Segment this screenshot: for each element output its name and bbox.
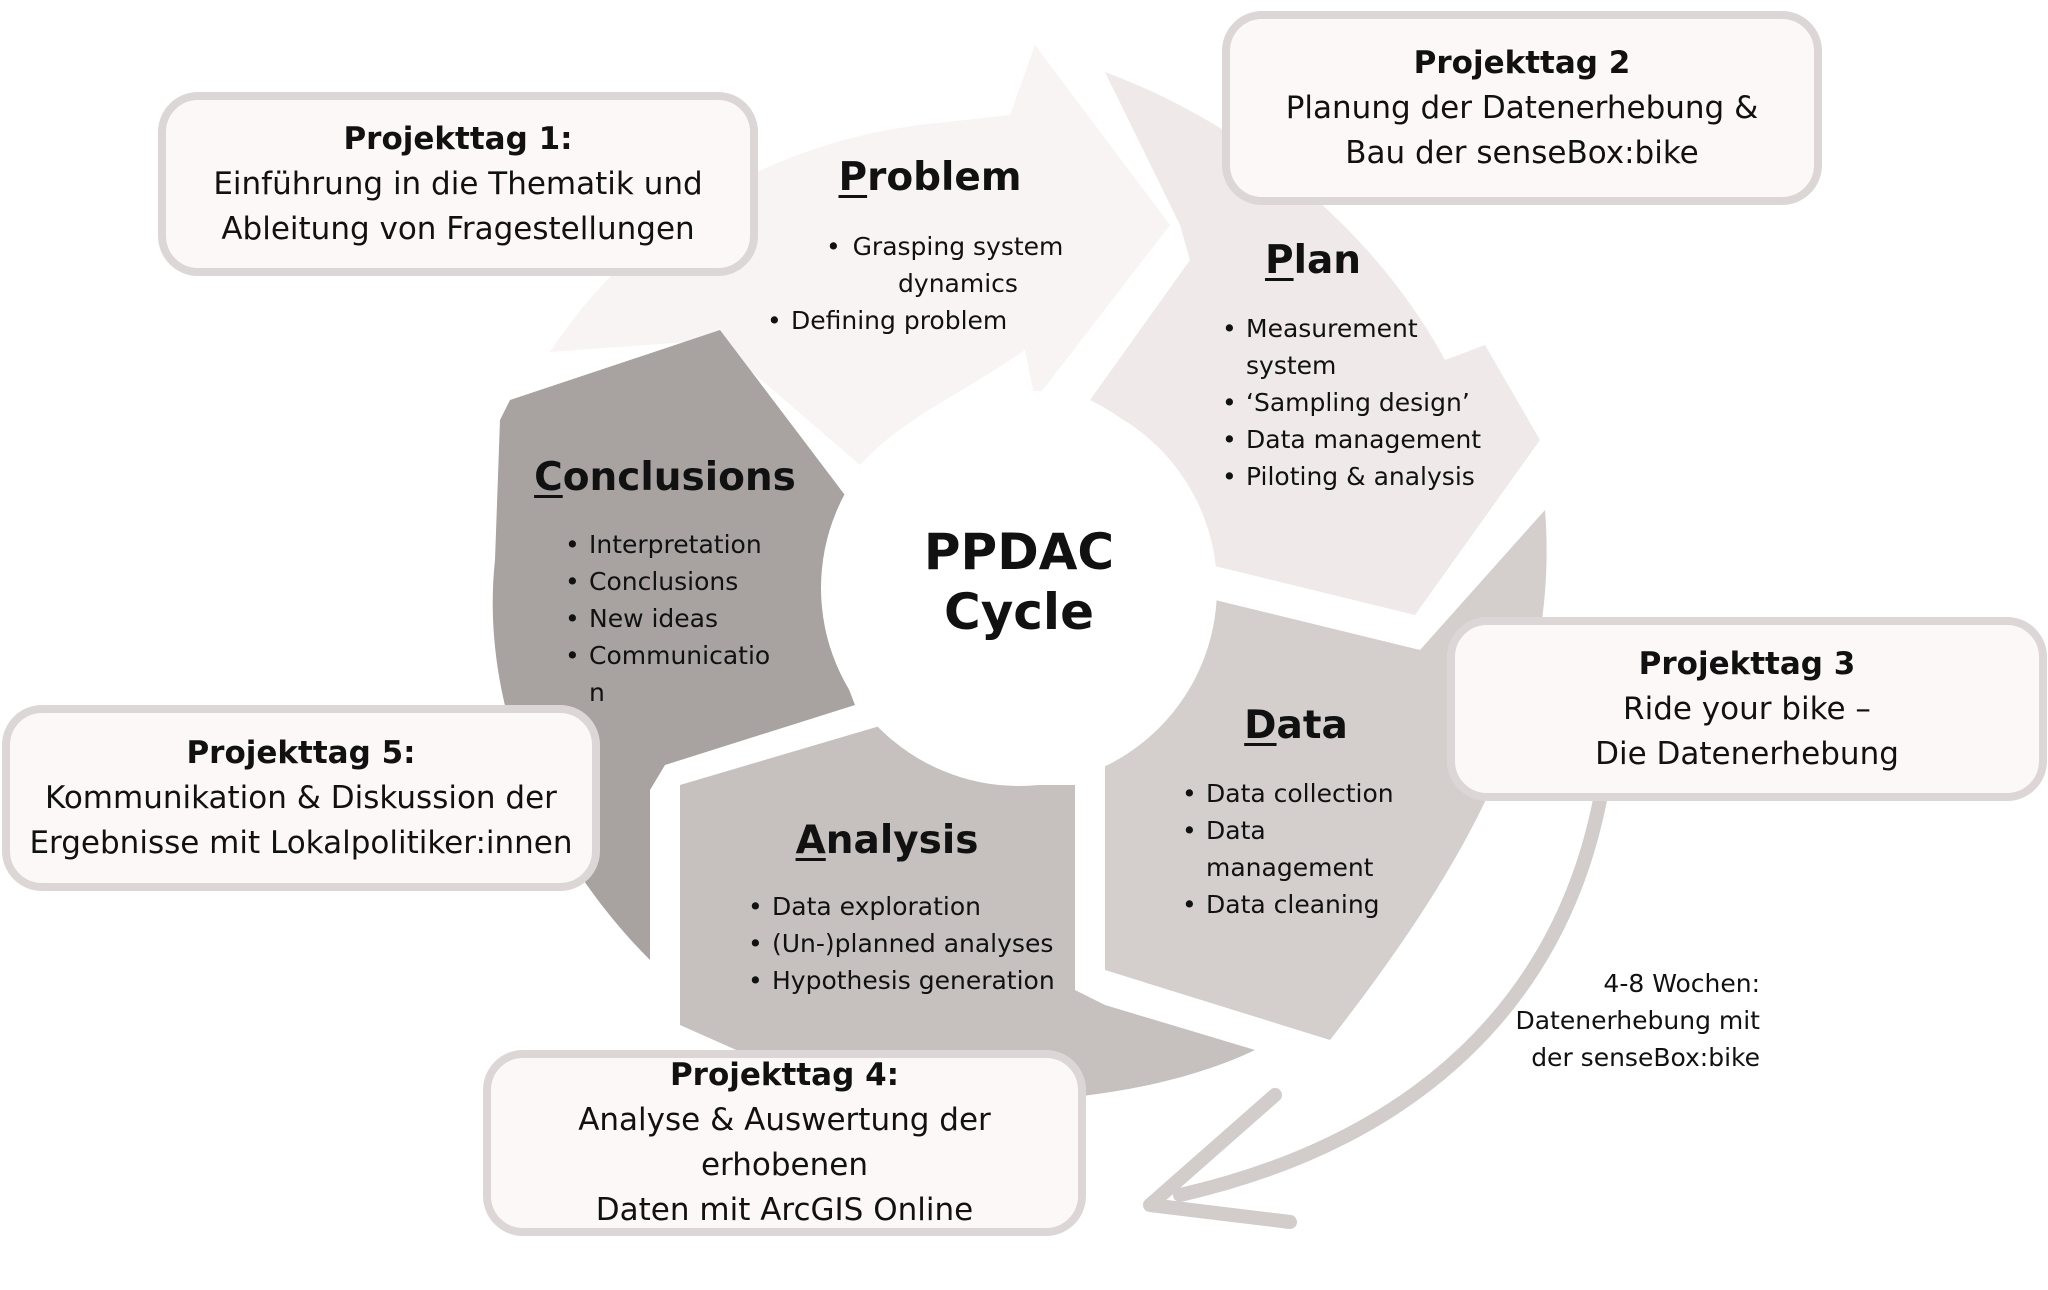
list-item: Measurement system <box>1222 310 1482 384</box>
projekttag-1-line1: Einführung in die Thematik und <box>213 165 703 202</box>
list-item: Data cleaning <box>1182 886 1412 923</box>
projekttag-5-title: Projekttag 5: <box>186 734 416 771</box>
conclusions-bullets: Interpretation Conclusions New ideas Com… <box>565 526 780 711</box>
projekttag-3-line1: Ride your bike – <box>1623 690 1871 727</box>
duration-note-line3: der senseBox:bike <box>1531 1043 1760 1072</box>
timeline-arrowhead <box>1143 1088 1297 1229</box>
projekttag-2-title: Projekttag 2 <box>1413 44 1631 81</box>
duration-note: 4-8 Wochen: Datenerhebung mit der senseB… <box>1430 965 1760 1076</box>
projekttag-3-title: Projekttag 3 <box>1638 645 1856 682</box>
list-item: Hypothesis generation <box>748 962 1068 999</box>
projekttag-3-line2: Die Datenerhebung <box>1595 735 1899 772</box>
projekttag-4-line1: Analyse & Auswertung der erhobenen <box>578 1102 991 1183</box>
timeline-arrow <box>1173 793 1607 1202</box>
center-label-line2: Cycle <box>944 583 1094 641</box>
projekttag-4-title: Projekttag 4: <box>669 1057 900 1093</box>
projekttag-1-title: Projekttag 1: <box>343 120 573 157</box>
list-item: (Un-)planned analyses <box>748 925 1068 962</box>
duration-note-line1: 4-8 Wochen: <box>1603 969 1760 998</box>
data-title: Data <box>1244 703 1348 748</box>
list-item: Data collection <box>1182 775 1412 812</box>
projekttag-1-line2: Ableitung von Fragestellungen <box>221 210 695 247</box>
list-item: ‘Sampling design’ <box>1222 384 1482 421</box>
projekttag-5-line2: Ergebnisse mit Lokalpolitiker:innen <box>29 824 573 861</box>
projekttag-2-box: Projekttag 2 Planung der Datenerhebung &… <box>1222 11 1822 205</box>
problem-bullets-2: Defining problem <box>767 302 1057 339</box>
projekttag-4-line2: Daten mit ArcGIS Online <box>595 1192 974 1228</box>
list-item: Interpretation <box>565 526 780 563</box>
center-hole <box>821 390 1217 786</box>
list-item: Data management <box>1222 421 1482 458</box>
projekttag-3-box: Projekttag 3 Ride your bike – Die Datene… <box>1447 617 2047 801</box>
projekttag-4-box: Projekttag 4: Analyse & Auswertung der e… <box>483 1050 1086 1236</box>
list-item: Grasping system dynamics <box>826 228 1066 302</box>
problem-title: Problem <box>838 155 1022 200</box>
list-item: Communicatio n <box>565 637 780 711</box>
analysis-title: Analysis <box>795 818 979 863</box>
projekttag-2-line2: Bau der senseBox:bike <box>1345 134 1699 171</box>
data-bullets: Data collection Data management Data cle… <box>1182 775 1412 923</box>
duration-note-line2: Datenerhebung mit <box>1515 1006 1760 1035</box>
conclusions-title: Conclusions <box>534 455 796 500</box>
problem-bullets: Grasping system dynamics <box>826 228 1066 302</box>
center-label-line1: PPDAC <box>923 523 1115 581</box>
projekttag-5-line1: Kommunikation & Diskussion der <box>45 779 557 816</box>
analysis-bullets: Data exploration (Un-)planned analyses H… <box>748 888 1068 999</box>
projekttag-1-box: Projekttag 1: Einführung in die Thematik… <box>158 92 758 276</box>
list-item: Data management <box>1182 812 1412 886</box>
list-item: Conclusions <box>565 563 780 600</box>
list-item: Piloting & analysis <box>1222 458 1482 495</box>
projekttag-2-line1: Planung der Datenerhebung & <box>1285 89 1759 126</box>
plan-bullets: Measurement system ‘Sampling design’ Dat… <box>1222 310 1482 495</box>
center-label: PPDAC Cycle <box>924 522 1114 642</box>
list-item: Data exploration <box>748 888 1068 925</box>
projekttag-5-box: Projekttag 5: Kommunikation & Diskussion… <box>2 705 600 891</box>
list-item: New ideas <box>565 600 780 637</box>
list-item: Defining problem <box>767 302 1057 339</box>
plan-title: Plan <box>1264 238 1362 283</box>
